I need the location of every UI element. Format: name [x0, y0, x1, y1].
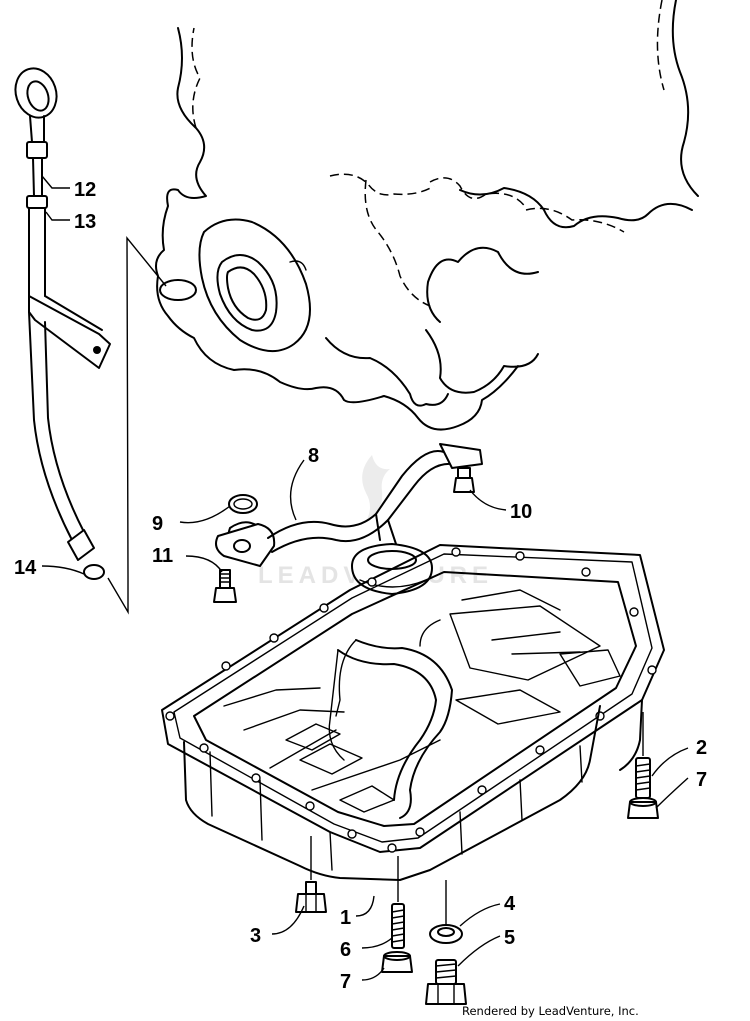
watermark-logo: [362, 455, 390, 521]
dipstick-guide-line: [107, 236, 167, 615]
callout-2: 2: [696, 737, 707, 759]
callout-13: 13: [74, 211, 96, 233]
callout-3: 3: [250, 925, 261, 947]
nut-7-right: [627, 797, 659, 819]
callout-5: 5: [504, 927, 515, 949]
stud-2: [635, 757, 651, 799]
callout-14: 14: [14, 557, 37, 579]
oil-pan: [161, 544, 665, 881]
strainer-gasket: [228, 494, 258, 514]
callout-7-lower: 7: [340, 971, 351, 993]
render-credit: Rendered by LeadVenture, Inc.: [462, 1004, 639, 1018]
callout-4: 4: [504, 893, 516, 915]
callout-9: 9: [152, 513, 163, 535]
engine-block: [155, 0, 699, 431]
drain-plug-5: [425, 959, 467, 1005]
callout-1: 1: [340, 907, 351, 929]
callout-11: 11: [152, 545, 173, 567]
callout-7-right: 7: [696, 769, 707, 791]
dipstick-tube: [26, 195, 111, 580]
callout-8: 8: [308, 445, 319, 467]
nut-7-lower: [381, 951, 413, 973]
bolt-3: [295, 881, 327, 913]
stud-6: [391, 903, 405, 949]
callout-labels: 12 13 8 9 10 11 14 2 7 3 1 4 6 5 7: [14, 179, 707, 993]
washer-4: [429, 924, 463, 944]
callout-12: 12: [74, 179, 96, 201]
callout-6: 6: [340, 939, 351, 961]
bolt-10: [453, 467, 475, 493]
bolt-11: [213, 569, 237, 603]
leader-lines: [41, 175, 689, 981]
callout-10: 10: [510, 501, 532, 523]
dipstick: [14, 67, 58, 197]
